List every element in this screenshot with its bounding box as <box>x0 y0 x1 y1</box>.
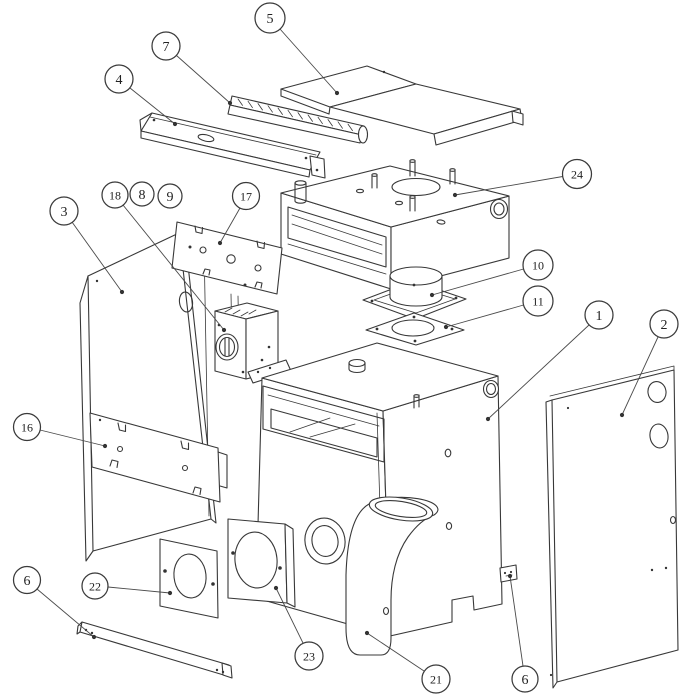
callout-1-balloon <box>584 300 614 330</box>
callout-18-leader-line <box>122 204 225 331</box>
callout-7-balloon <box>151 31 181 61</box>
callout-22-balloon <box>81 572 109 600</box>
callout-23-leader-line <box>275 587 304 644</box>
callout-7-number: 7 <box>163 40 170 55</box>
callout-17-leader-line <box>219 207 241 244</box>
callout-1-leader-dot <box>485 416 491 422</box>
part-flue-elbow <box>345 496 439 656</box>
callout-18-balloon <box>101 181 129 209</box>
callout-1-leader-line <box>487 324 590 420</box>
callout-16-balloon <box>12 412 42 442</box>
callout-16-number: 16 <box>21 420 33 434</box>
callout-6-right-leader-line <box>509 575 524 667</box>
callout-10-leader-dot <box>429 292 435 298</box>
callout-3-leader-dot <box>119 289 125 295</box>
callout-6-right-number: 6 <box>522 673 529 688</box>
callout-7-leader-line <box>176 55 231 104</box>
callout-21-leader-line <box>366 632 425 672</box>
callout-21-balloon <box>421 664 451 694</box>
callout-3-balloon <box>49 196 79 226</box>
callout-24-leader-line <box>454 176 563 196</box>
callout-4-leader-dot <box>172 121 178 127</box>
callout-5-number: 5 <box>267 12 274 27</box>
callout-18-number: 18 <box>109 188 121 202</box>
callout-10-leader-line <box>431 268 524 296</box>
callout-21-number: 21 <box>430 672 442 686</box>
part-blast-tube-plate <box>227 518 296 608</box>
callout-17-number: 17 <box>240 189 252 203</box>
callout-23-balloon <box>294 641 324 671</box>
callout-11-number: 11 <box>532 294 544 308</box>
callout-9-balloon <box>157 183 183 209</box>
callout-11-leader-line <box>445 304 524 328</box>
callout-2-number: 2 <box>661 318 668 333</box>
part-right-side-panel <box>545 365 679 689</box>
callout-8-balloon <box>129 181 155 207</box>
part-support-rail-lower <box>139 112 326 179</box>
part-inner-baffle-panel <box>89 412 228 503</box>
callout-5-leader-line <box>279 28 338 94</box>
callout-16-leader-dot <box>102 443 108 449</box>
callout-4-balloon <box>104 64 134 94</box>
callout-6-right-leader-dot <box>507 573 513 579</box>
callout-2-leader-line <box>621 336 659 416</box>
part-retaining-clip <box>499 564 518 583</box>
callout-22-leader-line <box>107 586 171 594</box>
callout-6-left-number: 6 <box>24 574 31 589</box>
part-flue-collar <box>362 266 467 320</box>
callout-10-number: 10 <box>532 258 544 272</box>
part-support-rail-upper <box>227 95 369 144</box>
part-cleanout-plate <box>159 538 219 619</box>
callout-2-balloon <box>649 309 679 339</box>
callout-5-balloon <box>254 2 286 34</box>
callout-17-balloon <box>231 181 261 211</box>
callout-22-number: 22 <box>89 579 101 593</box>
callout-23-leader-dot <box>273 585 279 591</box>
callout-16-leader-line <box>39 429 106 447</box>
part-heat-exchanger-box <box>280 159 510 290</box>
callout-9-number: 9 <box>167 190 174 205</box>
part-base-rail <box>76 621 233 679</box>
callout-5-leader-dot <box>334 90 340 96</box>
callout-6-left-leader-dot <box>91 634 97 640</box>
part-flue-gasket-plate <box>365 312 465 346</box>
callout-4-leader-line <box>129 87 176 125</box>
callout-6-left-balloon <box>12 565 42 595</box>
callout-24-balloon <box>561 158 593 190</box>
callout-10-balloon <box>522 249 554 281</box>
callout-4-number: 4 <box>116 73 123 88</box>
part-top-cover-panel <box>280 65 524 146</box>
callout-11-balloon <box>522 285 554 317</box>
callout-6-right-balloon <box>511 665 539 693</box>
callout-7-leader-dot <box>227 100 233 106</box>
callout-18-leader-dot <box>221 327 227 333</box>
part-thermostat-control-box <box>214 302 292 384</box>
callout-6-left-leader-line <box>36 588 95 638</box>
callout-3-leader-line <box>71 221 123 293</box>
callout-22-leader-dot <box>167 590 173 596</box>
callout-24-leader-dot <box>452 192 458 198</box>
callout-17-leader-dot <box>217 240 223 246</box>
callout-23-number: 23 <box>303 649 315 663</box>
callout-8-number: 8 <box>139 188 146 203</box>
callout-2-leader-dot <box>619 412 625 418</box>
callout-3-number: 3 <box>61 205 68 220</box>
callout-11-leader-dot <box>443 324 449 330</box>
callout-1-number: 1 <box>596 309 603 324</box>
callout-24-number: 24 <box>571 167 583 181</box>
part-left-side-panel <box>79 232 217 562</box>
callout-21-leader-dot <box>364 630 370 636</box>
